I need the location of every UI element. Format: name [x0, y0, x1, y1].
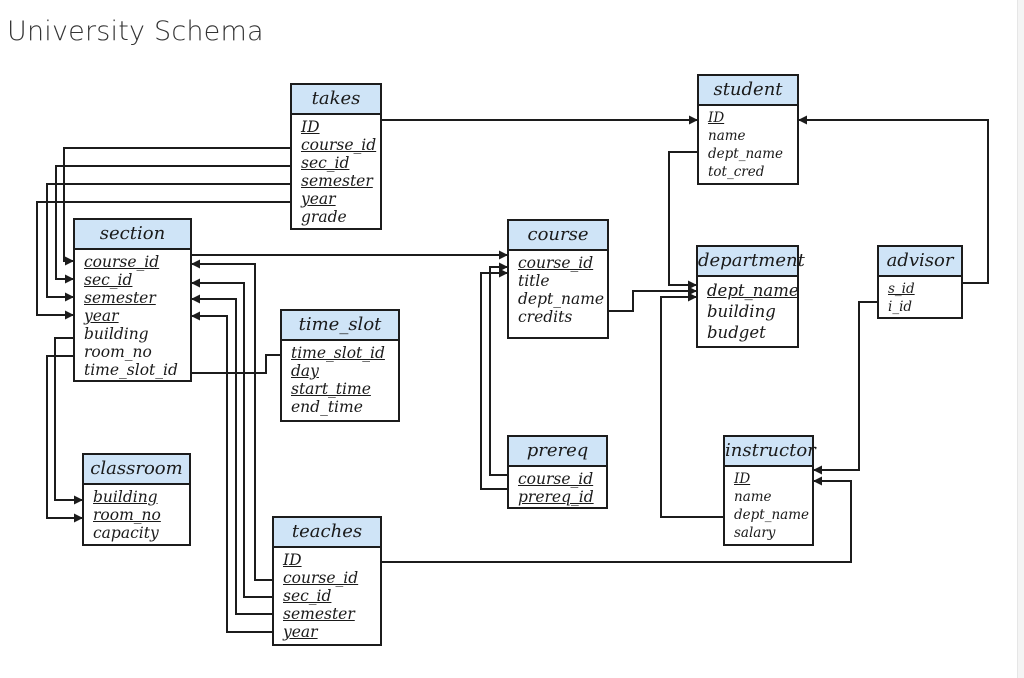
- table-advisor[interactable]: advisor s_id i_id: [877, 245, 963, 319]
- takes-attr: grade: [301, 208, 347, 226]
- table-attributes: ID name dept_name tot_cred: [699, 106, 797, 181]
- course-attr: course_id: [518, 254, 594, 272]
- fk-takes-sec-section: [55, 165, 291, 284]
- time-slot-attr: start_time: [291, 380, 371, 398]
- student-attr: tot_cred: [708, 164, 765, 180]
- section-attr: room_no: [84, 343, 152, 361]
- section-attr: time_slot_id: [84, 361, 178, 379]
- fk-section-building-classroom: [54, 337, 83, 505]
- time-slot-attr: end_time: [291, 398, 363, 416]
- table-header: takes: [292, 85, 380, 115]
- fk-takes-course-section: [63, 147, 291, 266]
- instructor-attr: salary: [734, 525, 776, 541]
- takes-attr: ID: [301, 118, 320, 136]
- fk-instructor-dept: [660, 292, 724, 518]
- table-attributes: dept_name building budget: [698, 277, 799, 343]
- student-attr: name: [708, 128, 746, 144]
- section-attr: course_id: [84, 253, 160, 271]
- student-attr: dept_name: [708, 146, 783, 162]
- section-attr: sec_id: [84, 271, 133, 289]
- fk-section-room-classroom: [46, 355, 83, 523]
- takes-attr: semester: [301, 172, 373, 190]
- table-department[interactable]: department dept_name building budget: [696, 245, 805, 348]
- takes-attr: year: [301, 190, 336, 208]
- teaches-attr: ID: [283, 551, 302, 569]
- takes-attr: sec_id: [301, 154, 350, 172]
- table-header: prereq: [509, 437, 606, 467]
- table-header: instructor: [725, 437, 816, 467]
- section-attr: year: [84, 307, 119, 325]
- fk-advisor-student: [798, 115, 989, 284]
- teaches-attr: semester: [283, 605, 355, 623]
- fk-teaches-year-section: [191, 311, 273, 633]
- fk-section-timeslot: [191, 354, 281, 374]
- table-header: course: [509, 221, 607, 251]
- prereq-attr: prereq_id: [518, 488, 594, 506]
- table-header: student: [699, 76, 797, 106]
- scrollbar[interactable]: [1017, 0, 1024, 678]
- course-attr: credits: [518, 308, 573, 326]
- fk-prereq-id-course: [480, 268, 508, 490]
- section-attr: semester: [84, 289, 156, 307]
- fk-teaches-semester-section: [191, 294, 273, 615]
- teaches-attr: course_id: [283, 569, 359, 587]
- fk-teaches-instructor: [381, 476, 852, 563]
- student-attr: ID: [708, 110, 725, 126]
- table-student[interactable]: student ID name dept_name tot_cred: [697, 74, 799, 185]
- classroom-attr: room_no: [93, 506, 161, 524]
- fk-student-dept: [668, 151, 698, 290]
- course-attr: dept_name: [518, 290, 605, 308]
- table-attributes: s_id i_id: [879, 277, 961, 316]
- prereq-attr: course_id: [518, 470, 594, 488]
- advisor-attr: s_id: [888, 281, 915, 297]
- teaches-attr: sec_id: [283, 587, 332, 605]
- table-header: department: [698, 247, 805, 277]
- department-attr: building: [707, 302, 776, 321]
- instructor-attr: name: [734, 489, 772, 505]
- fk-course-dept: [608, 286, 697, 312]
- time-slot-attr: time_slot_id: [291, 344, 385, 362]
- fk-takes-year-section: [36, 201, 291, 320]
- department-attr: budget: [707, 323, 766, 342]
- fk-teaches-course-section: [191, 259, 273, 581]
- teaches-attr: year: [283, 623, 318, 641]
- fk-teaches-sec-section: [191, 278, 273, 598]
- fk-prereq-course: [489, 262, 508, 476]
- fk-advisor-instructor: [813, 301, 878, 475]
- advisor-attr: i_id: [888, 299, 913, 315]
- table-header: classroom: [84, 455, 189, 485]
- table-header: section: [75, 220, 190, 250]
- table-header: advisor: [879, 247, 961, 277]
- instructor-attr: dept_name: [734, 507, 809, 523]
- classroom-attr: capacity: [93, 524, 159, 542]
- course-attr: title: [518, 272, 550, 290]
- fk-takes-semester-section: [46, 183, 291, 302]
- table-header: teaches: [274, 518, 380, 548]
- table-header: time_slot: [282, 311, 398, 341]
- takes-attr: course_id: [301, 136, 377, 154]
- classroom-attr: building: [93, 488, 158, 506]
- page-title: University Schema: [7, 16, 264, 47]
- department-attr: dept_name: [707, 281, 799, 300]
- time-slot-attr: day: [291, 362, 319, 380]
- section-attr: building: [84, 325, 149, 343]
- instructor-attr: ID: [734, 471, 751, 487]
